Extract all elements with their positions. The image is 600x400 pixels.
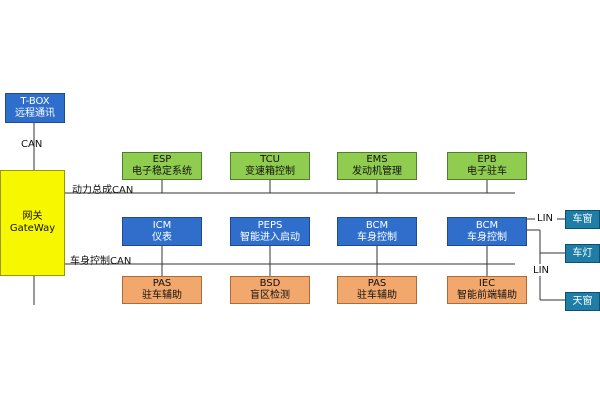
ecu-name: PEPS (257, 219, 283, 231)
ecu-name: TCU (260, 154, 280, 165)
lin-node-sunroof: 天窗 (565, 292, 600, 311)
ecu-icm: ICM 仪表 (122, 217, 202, 246)
ecu-name: ICM (152, 219, 172, 231)
lin-node-label: 车灯 (572, 247, 593, 259)
ecu-name: BCM (475, 219, 499, 231)
ecu-desc: 车身控制 (357, 231, 397, 243)
ecu-desc: 盲区检测 (250, 290, 290, 301)
lin-label-1: LIN (537, 213, 554, 224)
ecu-desc: 驻车辅助 (357, 290, 397, 301)
tbox-desc: 远程通讯 (15, 108, 55, 119)
powertrain-can-label: 动力总成CAN (72, 185, 134, 196)
ecu-desc: 仪表 (152, 231, 172, 243)
ecu-name: PAS (367, 278, 387, 289)
ecu-name: PAS (152, 278, 172, 289)
ecu-desc: 发动机管理 (352, 166, 402, 177)
ecu-name: BCM (365, 219, 389, 231)
ecu-bcm-2: BCM 车身控制 (447, 217, 527, 246)
ecu-iec: IEC 智能前端辅助 (447, 276, 527, 304)
ecu-name: BSD (259, 278, 281, 289)
ecu-desc: 车身控制 (467, 231, 507, 243)
ecu-desc: 智能前端辅助 (457, 290, 517, 301)
lin-node-lights: 车灯 (565, 244, 600, 263)
ecu-esp: ESP 电子稳定系统 (122, 152, 202, 180)
ecu-epb: EPB 电子驻车 (447, 152, 527, 180)
ecu-ems: EMS 发动机管理 (337, 152, 417, 180)
ecu-desc: 智能进入启动 (240, 231, 300, 243)
ecu-name: ESP (152, 154, 172, 165)
ecu-desc: 变速箱控制 (245, 166, 295, 177)
gateway-desc: GateWay (9, 223, 56, 234)
ecu-tcu: TCU 变速箱控制 (230, 152, 310, 180)
ecu-name: EPB (477, 154, 497, 165)
ecu-desc: 电子稳定系统 (132, 166, 192, 177)
ecu-peps: PEPS 智能进入启动 (230, 217, 310, 246)
lin-node-label: 车窗 (572, 213, 593, 225)
gateway-node: 网关 GateWay (0, 170, 65, 276)
lin-label-2: LIN (533, 265, 550, 276)
gateway-name: 网关 (22, 211, 43, 222)
ecu-name: EMS (366, 154, 388, 165)
lin-node-label: 天窗 (572, 295, 593, 307)
ecu-name: IEC (478, 278, 496, 289)
body-can-label: 车身控制CAN (70, 256, 132, 267)
lin-node-window: 车窗 (565, 210, 600, 229)
ecu-desc: 电子驻车 (467, 166, 507, 177)
can-label: CAN (21, 139, 43, 150)
ecu-bcm: BCM 车身控制 (337, 217, 417, 246)
tbox-name: T-BOX (20, 96, 50, 107)
ecu-pas-2: PAS 驻车辅助 (337, 276, 417, 304)
ecu-desc: 驻车辅助 (142, 290, 182, 301)
ecu-pas: PAS 驻车辅助 (122, 276, 202, 304)
ecu-bsd: BSD 盲区检测 (230, 276, 310, 304)
tbox-node: T-BOX 远程通讯 (5, 93, 65, 123)
